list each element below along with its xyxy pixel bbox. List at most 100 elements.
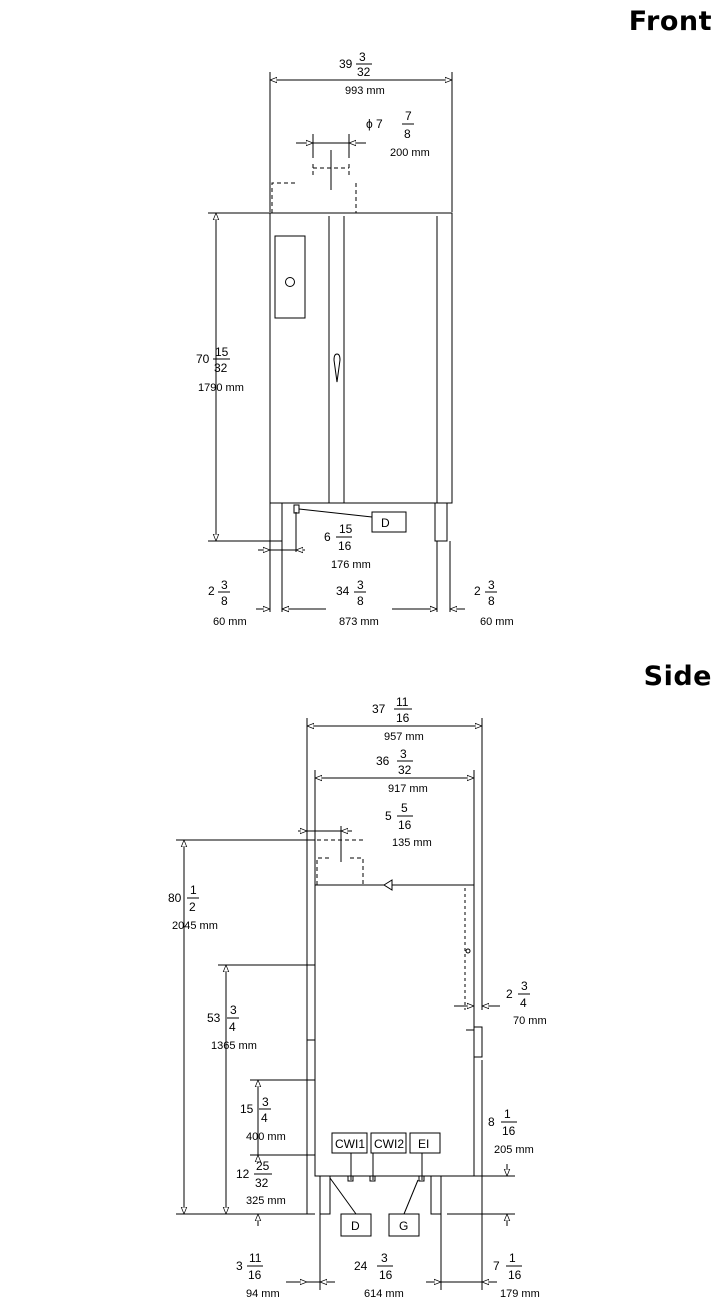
side-mid-inch-num: 3 [381, 1251, 388, 1265]
side-oven-body [314, 884, 475, 1177]
side-left-inch-whole: 3 [236, 1259, 243, 1273]
side-flue-mm: 135 mm [392, 837, 432, 849]
side-h12-inch-den: 32 [255, 1176, 269, 1190]
drain-tag-box [371, 511, 407, 533]
front-height-inch-den: 32 [214, 361, 228, 375]
side-body-inch-whole: 36 [376, 754, 390, 768]
side-h15-inch-whole: 15 [240, 1102, 254, 1116]
front-drain-inch-num: 15 [339, 522, 353, 536]
side-h53-inch-den: 4 [229, 1020, 236, 1034]
side-h53-inch-whole: 53 [207, 1011, 221, 1025]
side-h15-inch-den: 4 [261, 1111, 268, 1125]
front-left-leg-mm: 60 mm [213, 616, 247, 628]
cwi2-tag-box [370, 1132, 407, 1154]
front-flue-mm: 200 mm [390, 147, 430, 159]
d-tag-box [340, 1213, 372, 1237]
side-height-inch-den: 2 [189, 900, 196, 914]
side-overall-inch-num: 11 [396, 695, 409, 709]
side-handle-inch-whole: 2 [506, 987, 513, 1001]
front-dimension-labels: 39 3 32 993 mm ϕ 7 7 8 200 mm 70 15 32 1… [196, 50, 514, 628]
side-conn-inch-whole: 8 [488, 1115, 495, 1129]
side-body-inch-den: 32 [398, 763, 412, 777]
side-right-inch-whole: 7 [493, 1259, 500, 1273]
side-left-inch-den: 16 [248, 1268, 262, 1282]
side-right-leg [430, 1175, 442, 1215]
side-handle-inch-num: 3 [521, 979, 528, 993]
front-heading: Front [628, 6, 712, 37]
front-width-inch-whole: 39 [339, 57, 353, 71]
side-left-inch-num: 11 [249, 1251, 262, 1265]
side-mid-inch-whole: 24 [354, 1259, 368, 1273]
front-flue-inch-den: 8 [404, 127, 411, 141]
control-knob [285, 277, 295, 287]
front-oven-body [269, 212, 453, 504]
side-left-leg [319, 1175, 331, 1215]
side-flue-inch-num: 5 [401, 801, 408, 815]
front-width-inch-den: 32 [357, 65, 371, 79]
side-body-inch-num: 3 [400, 747, 407, 761]
front-right-leg-inch-den: 8 [488, 594, 495, 608]
cwi1-tag: CWI1 [335, 1137, 365, 1151]
side-overall-inch-den: 16 [396, 711, 410, 725]
front-width-inch-num: 3 [359, 50, 366, 64]
front-height-inch-num: 15 [215, 345, 229, 359]
g-tag-box [388, 1213, 420, 1237]
front-drain-inch-whole: 6 [324, 530, 331, 544]
side-h15-inch-num: 3 [262, 1095, 269, 1109]
side-h12-mm: 325 mm [246, 1195, 286, 1207]
front-flue-outline [271, 164, 357, 213]
front-right-leg [434, 502, 448, 542]
side-conn-inch-den: 16 [502, 1124, 516, 1138]
side-heading: Side [643, 661, 712, 692]
side-h12-inch-num: 25 [256, 1159, 270, 1173]
control-panel [274, 235, 306, 319]
g-tag: G [399, 1219, 408, 1233]
side-view [176, 718, 515, 1290]
front-flue-inch-num: 7 [405, 109, 412, 123]
side-flue-outline [316, 839, 364, 885]
front-left-leg-inch-num: 3 [221, 578, 228, 592]
cwi1-tag-box [331, 1132, 368, 1154]
front-mid-inch-whole: 34 [336, 584, 350, 598]
front-height-mm: 1790 mm [198, 382, 244, 394]
side-handle [473, 1026, 483, 1058]
door-handle [333, 353, 341, 383]
side-height-mm: 2045 mm [172, 920, 218, 932]
side-mid-mm: 614 mm [364, 1288, 404, 1300]
front-drain-mm: 176 mm [331, 559, 371, 571]
front-left-leg-inch-den: 8 [221, 594, 228, 608]
front-mid-mm: 873 mm [339, 616, 379, 628]
front-width-mm: 993 mm [345, 85, 385, 97]
front-height-inch-whole: 70 [196, 352, 210, 366]
side-handle-inch-den: 4 [520, 996, 527, 1010]
side-h53-mm: 1365 mm [211, 1040, 257, 1052]
side-handle-mm: 70 mm [513, 1015, 547, 1027]
side-dimension-labels: 37 11 16 957 mm 36 3 32 917 mm 5 5 16 13… [168, 695, 547, 1300]
front-mid-inch-num: 3 [357, 578, 364, 592]
side-body-mm: 917 mm [388, 783, 428, 795]
cwi2-tag: CWI2 [374, 1137, 404, 1151]
side-right-inch-den: 16 [508, 1268, 522, 1282]
side-right-mm: 179 mm [500, 1288, 540, 1300]
front-left-leg [269, 502, 283, 542]
front-right-leg-inch-whole: 2 [474, 584, 481, 598]
front-view [208, 72, 465, 612]
side-overall-inch-whole: 37 [372, 702, 386, 716]
front-drain-tag: D [381, 516, 390, 530]
side-h12-inch-whole: 12 [236, 1167, 250, 1181]
ei-tag-box [409, 1132, 441, 1154]
side-conn-mm: 205 mm [494, 1144, 534, 1156]
front-right-leg-inch-num: 3 [488, 578, 495, 592]
side-right-inch-num: 1 [509, 1251, 516, 1265]
side-overall-mm: 957 mm [384, 731, 424, 743]
side-h53-inch-num: 3 [230, 1003, 237, 1017]
front-drain-inch-den: 16 [338, 539, 352, 553]
d-tag: D [351, 1219, 360, 1233]
front-right-leg-mm: 60 mm [480, 616, 514, 628]
front-flue-inch-whole: ϕ 7 [366, 117, 383, 131]
side-height-inch-num: 1 [190, 883, 197, 897]
side-mid-inch-den: 16 [379, 1268, 393, 1282]
side-left-mm: 94 mm [246, 1288, 280, 1300]
front-left-leg-inch-whole: 2 [208, 584, 215, 598]
